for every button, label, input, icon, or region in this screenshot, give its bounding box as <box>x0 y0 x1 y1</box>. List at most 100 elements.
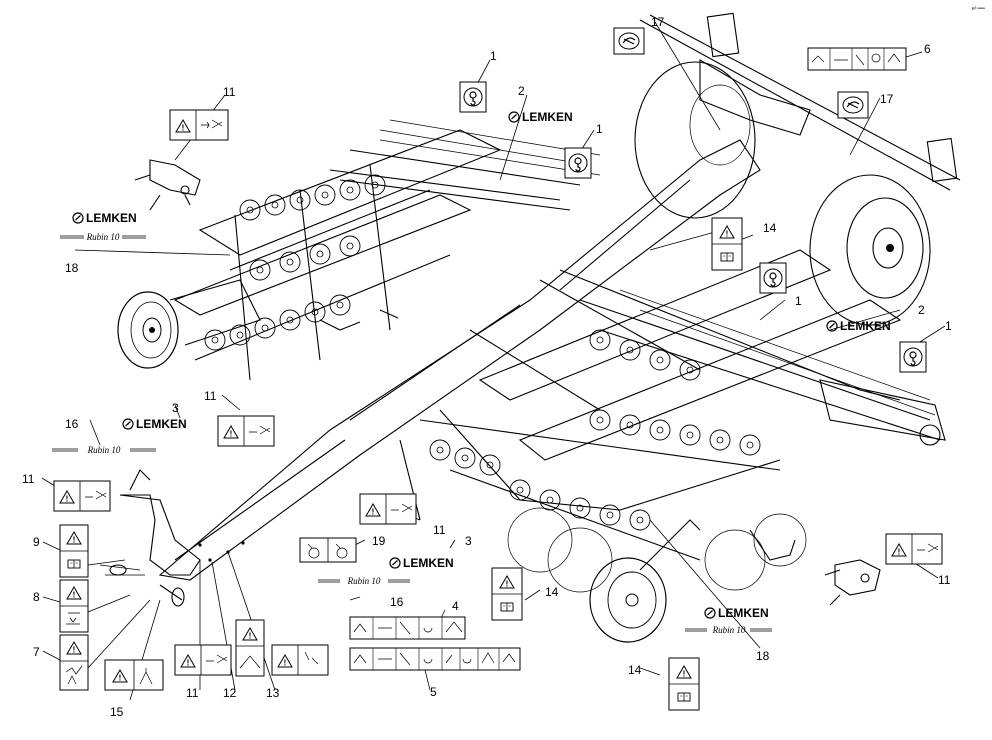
decal-6 <box>807 47 907 71</box>
pinch-hazard-icon <box>249 425 271 435</box>
decal-1-c <box>759 262 787 294</box>
brand-label: LEMKEN <box>522 110 573 124</box>
operator-manual-icon <box>500 602 514 612</box>
brand-label: LEMKEN <box>86 211 137 225</box>
decal-7 <box>59 634 89 691</box>
decal-11-top-left <box>169 109 229 141</box>
callout-8: 8 <box>33 590 40 604</box>
decal-11-mid-left <box>217 415 275 447</box>
callout-17: 17 <box>880 92 894 106</box>
decal-14-a <box>711 217 743 271</box>
callout-11: 11 <box>22 472 35 486</box>
lemken-logo-icon <box>508 111 520 123</box>
callout-6: 6 <box>924 42 931 56</box>
decal-13 <box>271 644 329 676</box>
callout-11: 11 <box>186 686 199 700</box>
decal-17-a <box>613 27 645 55</box>
pinch-hazard-icon <box>85 490 107 500</box>
crush-hazard-icon <box>139 668 153 685</box>
corner-mark: e³ ══ <box>972 6 985 12</box>
hitch-detail-top-left <box>134 159 201 211</box>
lemken-logo-icon <box>72 212 84 224</box>
operator-manual-icon <box>720 252 734 262</box>
brand-decal-16b: Rubin 10 <box>318 576 410 586</box>
model-label: Rubin 10 <box>86 232 120 242</box>
decal-1-b <box>564 147 592 179</box>
lifting-point-icon <box>568 153 588 173</box>
pinch-hazard-icon <box>201 119 223 129</box>
brand-decal-2a: LEMKEN <box>508 110 573 124</box>
decal-19 <box>299 537 357 563</box>
decal-11-left <box>53 480 111 512</box>
callout-numbers: 1 1 1 1 2 2 3 3 4 5 6 7 8 9 11 11 11 11 … <box>22 15 952 719</box>
callout-5: 5 <box>430 685 437 699</box>
decal-5 <box>349 647 521 671</box>
decal-1-a <box>459 81 487 113</box>
callout-13: 13 <box>266 686 280 700</box>
decal-1-d <box>899 341 927 373</box>
callout-1: 1 <box>945 319 952 333</box>
callout-3: 3 <box>465 534 472 548</box>
brand-label: LEMKEN <box>840 319 891 333</box>
callout-11: 11 <box>433 523 446 537</box>
decal-4 <box>349 616 466 640</box>
decal-11-bottom <box>174 644 232 676</box>
brand-decal-18a: LEMKEN Rubin 10 <box>60 211 146 242</box>
decal-8 <box>59 579 89 633</box>
callout-16: 16 <box>390 595 404 609</box>
decal-14-b <box>491 567 523 621</box>
callout-17: 17 <box>651 15 665 29</box>
brand-decal-3b: LEMKEN <box>389 556 454 570</box>
decal-9 <box>59 524 89 578</box>
callout-3: 3 <box>172 401 179 415</box>
tire-pressure-icon <box>618 32 640 50</box>
callout-11: 11 <box>223 85 236 99</box>
lifting-point-icon <box>463 87 483 107</box>
callout-15: 15 <box>110 705 124 719</box>
brand-decal-16a: Rubin 10 <box>52 445 156 455</box>
operator-manual-icon <box>67 559 81 569</box>
pinch-hazard-icon <box>391 503 413 513</box>
brand-label: LEMKEN <box>403 556 454 570</box>
decal-15 <box>104 659 164 691</box>
callout-1: 1 <box>490 49 497 63</box>
operator-manual-icon <box>66 612 80 625</box>
callout-1: 1 <box>596 122 603 136</box>
callout-16: 16 <box>65 417 79 431</box>
model-label: Rubin 10 <box>712 625 746 635</box>
brand-decal-3a: LEMKEN <box>122 417 187 431</box>
lemken-logo-icon <box>389 557 401 569</box>
callout-2: 2 <box>918 303 925 317</box>
callout-7: 7 <box>33 645 40 659</box>
callout-14: 14 <box>545 585 559 599</box>
callout-14: 14 <box>763 221 777 235</box>
decal-17-b <box>837 91 869 119</box>
callout-4: 4 <box>452 599 459 613</box>
callout-18: 18 <box>756 649 770 663</box>
lifting-point-icon <box>903 347 923 367</box>
callout-2: 2 <box>518 84 525 98</box>
decal-14-c <box>668 657 700 711</box>
callout-1: 1 <box>795 294 802 308</box>
callout-14: 14 <box>628 663 642 677</box>
hitch-detail-right <box>824 559 881 606</box>
brand-label: LEMKEN <box>136 417 187 431</box>
crush-hazard-icon <box>239 655 261 669</box>
callout-18: 18 <box>65 261 79 275</box>
decal-12 <box>235 619 265 677</box>
tire-pressure-icon <box>842 96 864 114</box>
decal-11-right <box>885 533 943 565</box>
callout-19: 19 <box>372 534 386 548</box>
callout-9: 9 <box>33 535 40 549</box>
decals <box>53 27 943 711</box>
brand-decal-18b: LEMKEN Rubin 10 <box>685 606 772 635</box>
brand-label: LEMKEN <box>718 606 769 620</box>
lifting-point-icon <box>763 268 783 288</box>
lemken-logo-icon <box>122 418 134 430</box>
operator-manual-icon <box>677 692 691 702</box>
brand-decals: LEMKEN LEMKEN LEMKEN Rubin 10 LEMKEN Rub… <box>52 110 891 635</box>
pinch-hazard-icon <box>206 654 228 664</box>
brand-decal-2b: LEMKEN <box>826 319 891 333</box>
callout-11: 11 <box>938 573 951 587</box>
